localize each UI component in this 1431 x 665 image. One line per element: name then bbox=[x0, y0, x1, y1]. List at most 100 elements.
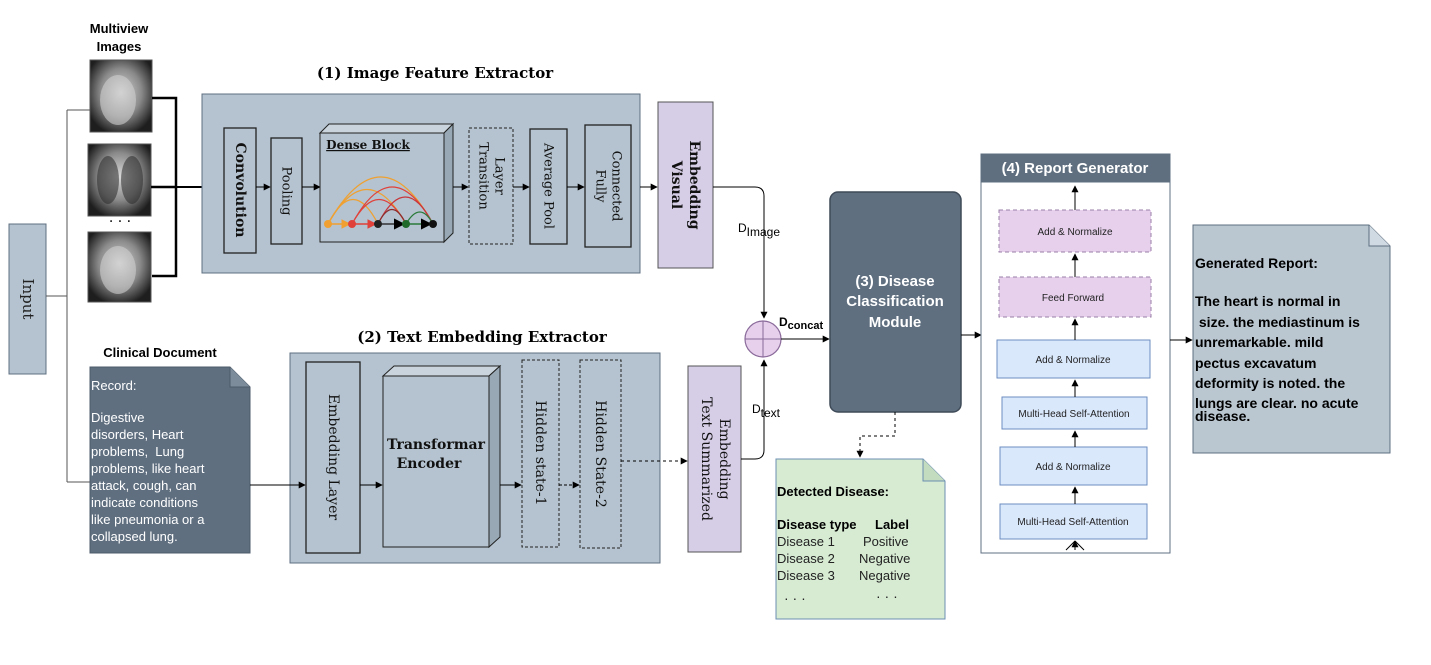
generated-line-6: disease. bbox=[1195, 408, 1250, 424]
clinical-line-3: problems, like heart bbox=[91, 461, 205, 476]
svg-text:Module: Module bbox=[869, 314, 922, 331]
clinical-document: Record: Digestive disorders, Heart probl… bbox=[89, 366, 251, 554]
rg-add-normalize-low bbox=[999, 446, 1148, 486]
clinical-line-7: collapsed lung. bbox=[91, 529, 178, 544]
clinical-line-2: problems, Lung bbox=[91, 444, 184, 459]
svg-text:Hidden State-2: Hidden State-2 bbox=[592, 400, 608, 507]
detected-title: Detected Disease: bbox=[777, 484, 889, 499]
svg-text:Add & Normalize: Add & Normalize bbox=[1037, 227, 1112, 238]
rg-add-normalize-top bbox=[998, 209, 1152, 253]
generated-report-card: Generated Report: The heart is normal in… bbox=[1192, 224, 1391, 454]
convolution-block: Convolution bbox=[223, 127, 257, 254]
input-label: Input bbox=[19, 279, 37, 320]
svg-text:Text Summarized: Text Summarized bbox=[698, 397, 714, 521]
generated-title: Generated Report: bbox=[1195, 255, 1318, 271]
detected-row-2-type: Disease 3 bbox=[777, 568, 835, 583]
image-bracket bbox=[151, 96, 178, 278]
generated-line-3: pectus excavatum bbox=[1195, 355, 1316, 371]
clinical-line-5: indicate conditions bbox=[91, 495, 198, 510]
d-concat-label: Dconcat bbox=[779, 315, 823, 332]
multiview-title-2: Images bbox=[97, 39, 142, 54]
clinical-record-label: Record: bbox=[91, 378, 137, 393]
disease-classification-module: (3) Disease Classification Module bbox=[829, 191, 962, 413]
detected-row-2-label: Negative bbox=[859, 568, 910, 583]
svg-text:Hidden state-1: Hidden state-1 bbox=[532, 400, 548, 505]
svg-text:Classification: Classification bbox=[846, 293, 944, 310]
svg-text:Transition: Transition bbox=[476, 142, 491, 210]
transition-layer-block: Transition Layer bbox=[468, 127, 514, 245]
detected-disease-card: Detected Disease: Disease type Label Dis… bbox=[775, 458, 946, 620]
rg-feed-forward bbox=[998, 276, 1152, 318]
report-generator-title: (4) Report Generator bbox=[1002, 160, 1149, 177]
d-text-label: Dtext bbox=[752, 402, 781, 420]
input-box: Input bbox=[8, 223, 47, 375]
image-extractor-title: (1) Image Feature Extractor bbox=[317, 64, 554, 82]
svg-text:Multi-Head Self-Attention: Multi-Head Self-Attention bbox=[1018, 409, 1129, 420]
average-pool-block: Average Pool bbox=[529, 128, 568, 245]
detected-row-0-type: Disease 1 bbox=[777, 534, 835, 549]
svg-text:Multi-Head Self-Attention: Multi-Head Self-Attention bbox=[1017, 517, 1128, 528]
svg-text:Transformar: Transformar bbox=[387, 437, 486, 453]
detected-connector bbox=[856, 412, 896, 458]
images-ellipsis: · · · bbox=[109, 214, 131, 230]
detected-row-0-label: Positive bbox=[863, 534, 909, 549]
svg-text:Dense Block: Dense Block bbox=[326, 138, 410, 152]
svg-text:Embedding Layer: Embedding Layer bbox=[325, 394, 341, 520]
detected-col-type: Disease type bbox=[777, 517, 857, 532]
svg-text:Convolution: Convolution bbox=[232, 143, 248, 238]
svg-text:Average Pool: Average Pool bbox=[541, 142, 556, 229]
svg-text:Add & Normalize: Add & Normalize bbox=[1035, 355, 1110, 366]
xray-image-lateral-1 bbox=[89, 59, 153, 133]
svg-text:Pooling: Pooling bbox=[279, 167, 294, 216]
svg-text:Feed Forward: Feed Forward bbox=[1042, 293, 1104, 304]
concat-operator bbox=[744, 320, 782, 358]
clinical-line-4: attack, cough, can bbox=[91, 478, 197, 493]
generated-line-1: size. the mediastinum is bbox=[1195, 314, 1360, 330]
rg-multihead-attention-lower bbox=[999, 503, 1148, 540]
xray-image-lateral-2 bbox=[87, 231, 152, 303]
dense-block: Dense Block bbox=[318, 122, 455, 244]
hidden-state-2-block: Hidden State-2 bbox=[579, 359, 622, 549]
clinical-line-1: disorders, Heart bbox=[91, 427, 184, 442]
svg-text:Visual: Visual bbox=[668, 160, 684, 209]
d-image-label: DImage bbox=[738, 221, 780, 239]
detected-dots-1: · · · bbox=[784, 590, 806, 606]
visual-embedding-block: Visual Embedding bbox=[657, 101, 714, 269]
rg-multihead-attention-upper bbox=[1001, 396, 1148, 430]
svg-text:Connected: Connected bbox=[609, 151, 624, 222]
embedding-layer-block: Embedding Layer bbox=[305, 361, 361, 554]
rg-add-normalize-mid bbox=[996, 339, 1151, 379]
svg-text:Layer: Layer bbox=[492, 157, 507, 195]
generated-line-5: lungs are clear. no acute bbox=[1195, 395, 1359, 411]
clinical-line-6: like pneumonia or a bbox=[91, 512, 205, 527]
svg-text:Encoder: Encoder bbox=[397, 456, 462, 472]
multiview-title-1: Multiview bbox=[90, 21, 149, 36]
svg-text:(3) Disease: (3) Disease bbox=[855, 273, 934, 290]
pooling-block: Pooling bbox=[270, 137, 303, 245]
detected-col-label: Label bbox=[875, 517, 909, 532]
fully-connected-block: Fully Connected bbox=[584, 124, 632, 248]
svg-text:Embedding: Embedding bbox=[686, 140, 702, 229]
text-summarized-embedding-block: Text Summarized Embedding bbox=[687, 365, 742, 553]
svg-text:Embedding: Embedding bbox=[716, 418, 732, 499]
generated-line-4: deformity is noted. the bbox=[1195, 375, 1345, 391]
d-image-connector bbox=[713, 186, 768, 319]
xray-image-frontal bbox=[87, 143, 152, 217]
transformer-encoder-block: Transformar Encoder bbox=[381, 364, 502, 549]
d-text-connector bbox=[741, 359, 768, 460]
hidden-state-1-block: Hidden state-1 bbox=[521, 359, 560, 548]
svg-text:Add & Normalize: Add & Normalize bbox=[1035, 462, 1110, 473]
generated-line-2: unremarkable. mild bbox=[1195, 334, 1323, 350]
detected-dots-2: · · · bbox=[876, 588, 898, 604]
report-generator: (4) Report Generator Add & Normalize Fee… bbox=[980, 153, 1171, 554]
text-extractor-title: (2) Text Embedding Extractor bbox=[357, 328, 608, 346]
detected-row-1-label: Negative bbox=[859, 551, 910, 566]
clinical-line-0: Digestive bbox=[91, 410, 144, 425]
detected-row-1-type: Disease 2 bbox=[777, 551, 835, 566]
clinical-title: Clinical Document bbox=[103, 345, 217, 360]
input-connectors bbox=[46, 109, 90, 483]
generated-line-0: The heart is normal in bbox=[1195, 293, 1340, 309]
svg-text:Fully: Fully bbox=[593, 169, 608, 203]
